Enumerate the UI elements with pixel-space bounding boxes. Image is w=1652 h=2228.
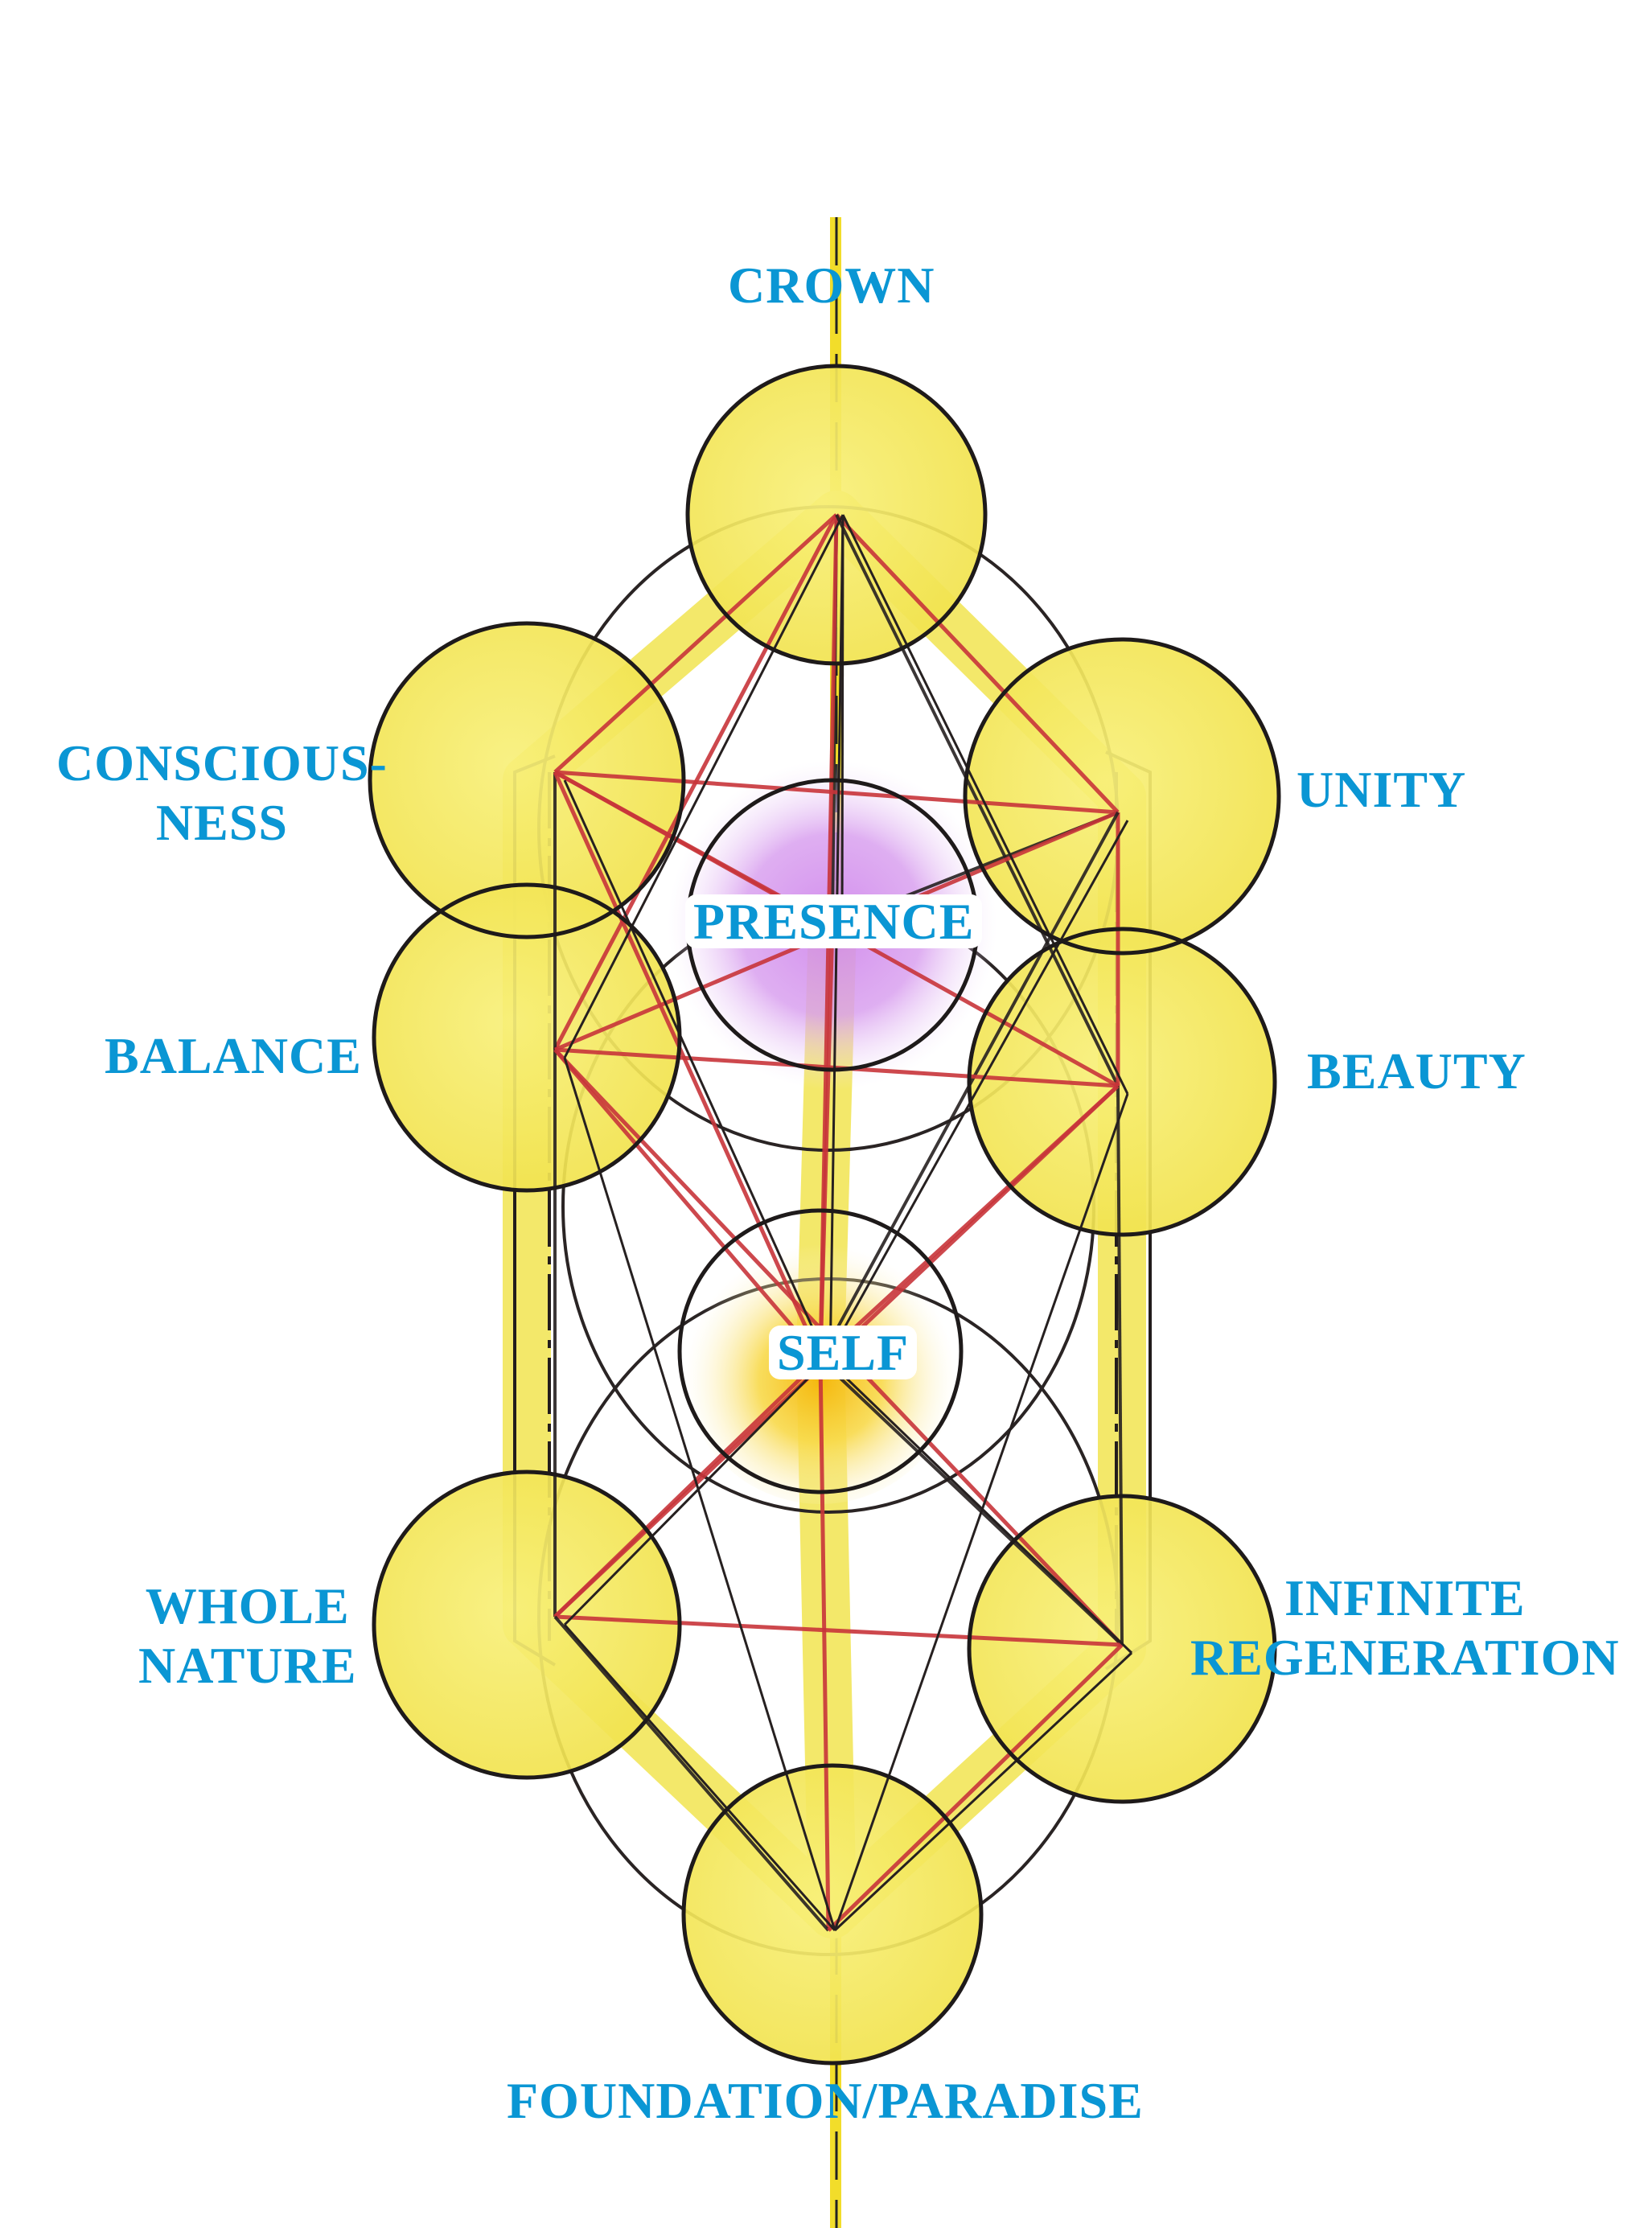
sphere-outline-self	[677, 1208, 964, 1494]
sphere-outline-consciousness	[368, 621, 686, 939]
sphere-outline-balance	[372, 882, 682, 1193]
construction-line-self-whole_nature	[563, 1358, 828, 1626]
path-balance-self	[553, 1048, 822, 1361]
path-self-whole_nature	[553, 1358, 822, 1618]
label-crown: CROWN	[728, 256, 935, 315]
label-foundation-paradise-text: FOUNDATION/PARADISE	[507, 2072, 1144, 2129]
sphere-outline-infinite_regeneration	[967, 1494, 1277, 1804]
sphere-consciousness	[370, 623, 684, 937]
sphere-outline-beauty	[967, 927, 1277, 1237]
label-self-text: SELF	[777, 1324, 910, 1381]
label-beauty-text: BEAUTY	[1307, 1042, 1527, 1100]
path-beauty-infinite_regeneration	[1116, 1085, 1124, 1646]
construction-line-foundation-beauty	[833, 1093, 1129, 1931]
sphere-foundation	[684, 1766, 981, 2063]
path-crown-unity	[835, 513, 1120, 814]
label-beauty: BEAUTY	[1307, 1042, 1527, 1101]
construction-line-foundation-balance	[563, 1057, 836, 1931]
construction-line-self-unity	[825, 820, 1129, 1360]
label-unity-text: UNITY	[1297, 761, 1467, 818]
label-crown-text: CROWN	[728, 257, 935, 314]
label-presence-text: PRESENCE	[693, 893, 975, 950]
sphere-outlines	[368, 364, 1281, 2066]
label-consciousness-line2: NESS	[155, 793, 288, 851]
connection-paths	[553, 513, 1133, 1932]
label-balance-text: BALANCE	[105, 1027, 362, 1084]
label-consciousness-line1: CONSCIOUS-	[56, 734, 388, 791]
path-presence-self	[818, 924, 835, 1360]
sphere-whole_nature	[374, 1472, 680, 1778]
construction-line-self-infinite_regeneration	[825, 1358, 1133, 1655]
label-infinite-regeneration-line2: REGENERATION	[1190, 1628, 1620, 1686]
label-consciousness: CONSCIOUS- NESS	[56, 734, 388, 852]
construction-line-foundation-whole_nature	[563, 1624, 836, 1931]
label-whole-nature-line1: WHOLE	[145, 1577, 350, 1634]
label-unity: UNITY	[1297, 760, 1466, 820]
path-consciousness-self	[553, 771, 823, 1361]
path-infinite_regeneration-foundation	[827, 1643, 1124, 1932]
sphere-outline-crown	[685, 364, 988, 666]
path-crown-consciousness	[553, 513, 838, 774]
construction-line-crown-beauty	[841, 514, 1129, 1095]
path-self-foundation	[818, 1359, 831, 1931]
label-infinite-regeneration: INFINITE REGENERATION	[1190, 1568, 1620, 1687]
construction-line-crown-balance	[563, 514, 844, 1059]
label-self: SELF	[769, 1324, 918, 1381]
sphere-outline-unity	[963, 637, 1281, 956]
label-foundation-paradise: FOUNDATION/PARADISE	[507, 2071, 1144, 2131]
path-consciousness-unity	[554, 770, 1119, 815]
construction-line-foundation-infinite_regeneration	[833, 1651, 1133, 1932]
sphere-outline-foundation	[681, 1763, 984, 2066]
path-whole_nature-foundation	[553, 1615, 830, 1932]
sphere-unity	[965, 639, 1279, 953]
label-balance: BALANCE	[105, 1026, 362, 1086]
label-presence: PRESENCE	[685, 893, 983, 950]
sphere-outline-whole_nature	[372, 1470, 682, 1780]
path-self-infinite_regeneration	[819, 1358, 1124, 1646]
label-infinite-regeneration-line1: INFINITE	[1284, 1569, 1526, 1626]
label-whole-nature-line2: NATURE	[138, 1636, 357, 1694]
construction-line-self-consciousness	[563, 779, 828, 1360]
path-whole_nature-infinite_regeneration	[554, 1614, 1123, 1647]
label-whole-nature: WHOLE NATURE	[138, 1576, 357, 1695]
